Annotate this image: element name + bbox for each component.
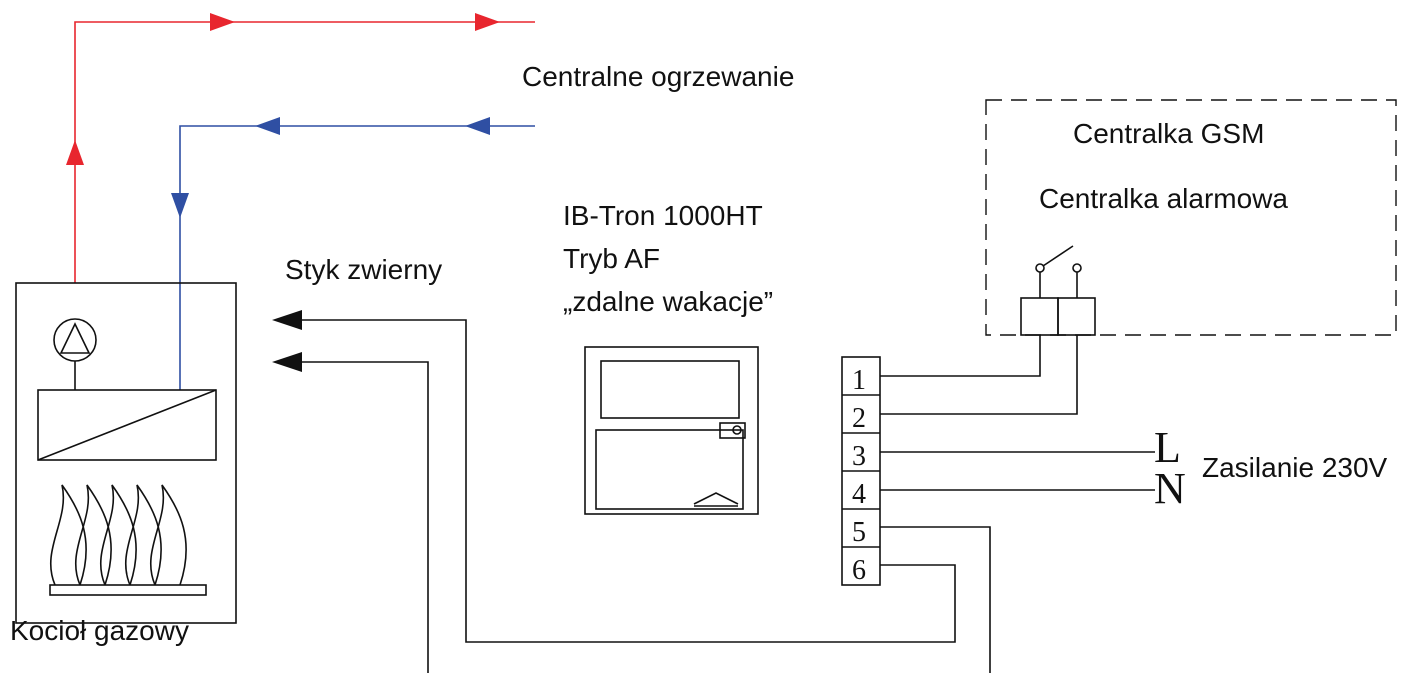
heat-exchanger [37,389,217,461]
return-arrow-down [171,193,189,218]
terminal-2-wire [880,335,1078,415]
device-model: IB-Tron 1000HT [563,200,763,231]
terminal-2: 2 [852,403,866,434]
return-arrow-left-2 [255,117,280,135]
return-arrow-left-1 [465,117,490,135]
terminal-1-wire [880,335,1041,377]
alarm-panel-outline [985,99,1397,336]
supply-arrow-up [66,140,84,165]
contact-arrow-lower [272,352,302,372]
brand-logo [693,492,739,507]
phase-label: L [1154,423,1181,472]
contact-label: Styk zwierny [285,254,442,285]
terminal-4: 4 [852,479,866,510]
relay-switch-icon [1035,245,1082,298]
supply-arrow-right-2 [475,13,500,31]
device-function: „zdalne wakacje” [563,286,773,317]
ib-tron-device [584,346,759,515]
gsm-label: Centralka GSM [1073,118,1264,149]
contact-arrow-upper [272,310,302,330]
terminal-1: 1 [852,365,866,396]
terminal-block: 1 2 3 4 5 6 [841,356,881,586]
terminal-6: 6 [852,555,866,586]
power-label: Zasilanie 230V [1202,452,1388,483]
heating-label: Centralne ogrzewanie [522,61,794,92]
contact-wire-lower [272,352,429,673]
relay-terminals [1020,297,1096,336]
gas-boiler [15,282,237,624]
contact-wire-upper [272,310,956,643]
terminal-3: 3 [852,441,866,472]
alarm-label: Centralka alarmowa [1039,183,1288,214]
terminal-5-wire [880,526,991,673]
burner [49,584,207,596]
flame-icon [49,484,187,586]
device-mode: Tryb AF [563,243,660,274]
device-led-icon [719,422,746,439]
terminal-5: 5 [852,517,866,548]
return-pipe-blue [171,117,535,390]
supply-arrow-right-1 [210,13,235,31]
boiler-label: Kocioł gazowy [10,615,189,646]
neutral-label: N [1154,464,1186,513]
device-front-panel [595,429,744,510]
device-display [600,360,740,419]
pump-icon [53,318,97,390]
supply-pipe-red [66,13,535,283]
